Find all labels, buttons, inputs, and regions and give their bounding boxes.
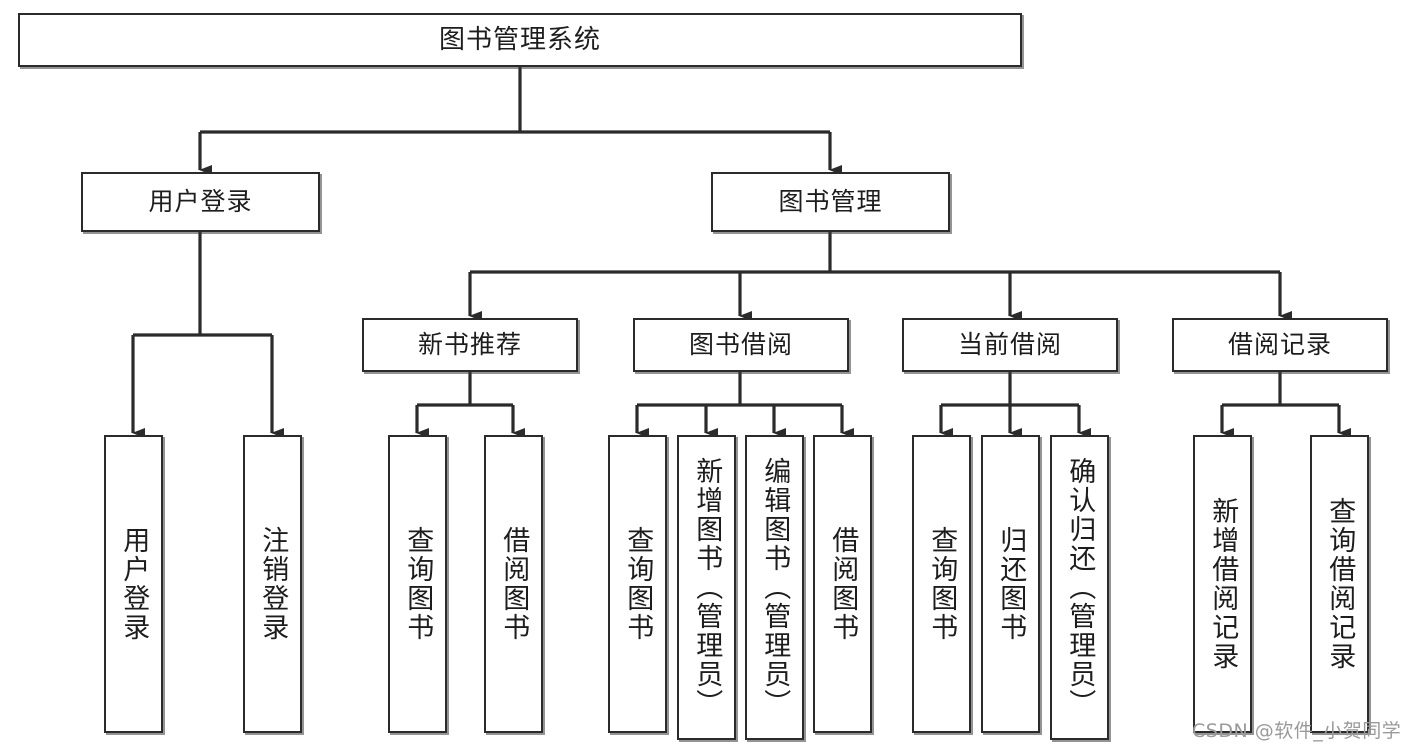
- node-label: 借阅图书: [498, 526, 530, 642]
- node-leaf-user-login[interactable]: 用户登录: [104, 435, 163, 733]
- node-label: 确认归还（管理员）: [1064, 457, 1096, 718]
- node-root-book-management-system[interactable]: 图书管理系统: [18, 13, 1022, 67]
- node-book-borrow[interactable]: 图书借阅: [633, 318, 849, 372]
- node-label: 新增图书（管理员）: [691, 457, 723, 718]
- node-leaf-query-book-3[interactable]: 查询图书: [912, 435, 971, 733]
- node-label: 图书管理系统: [438, 24, 601, 55]
- node-label: 借阅记录: [1227, 330, 1332, 360]
- node-label: 借阅图书: [827, 526, 859, 642]
- node-leaf-edit-book[interactable]: 编辑图书（管理员）: [745, 435, 804, 740]
- node-leaf-query-book-1[interactable]: 查询图书: [388, 435, 447, 733]
- node-label: 用户登录: [118, 526, 150, 642]
- node-label: 归还图书: [995, 526, 1027, 642]
- node-leaf-user-logout[interactable]: 注销登录: [243, 435, 302, 733]
- node-leaf-return-book[interactable]: 归还图书: [981, 435, 1040, 733]
- watermark-text: CSDN @软件_小贺同学: [1192, 720, 1402, 742]
- node-label: 查询图书: [926, 526, 958, 642]
- node-leaf-confirm-return[interactable]: 确认归还（管理员）: [1050, 435, 1109, 740]
- node-leaf-borrow-book-2[interactable]: 借阅图书: [813, 435, 872, 733]
- node-leaf-query-record[interactable]: 查询借阅记录: [1310, 435, 1369, 733]
- node-label: 查询图书: [402, 526, 434, 642]
- node-current-borrow[interactable]: 当前借阅: [902, 318, 1118, 372]
- node-label: 用户登录: [148, 187, 253, 217]
- node-user-login[interactable]: 用户登录: [81, 172, 320, 232]
- node-book-manage[interactable]: 图书管理: [711, 172, 950, 232]
- node-new-book-recommend[interactable]: 新书推荐: [362, 318, 578, 372]
- node-label: 查询图书: [622, 526, 654, 642]
- node-label: 新书推荐: [417, 330, 522, 360]
- node-leaf-borrow-book-1[interactable]: 借阅图书: [484, 435, 543, 733]
- node-label: 图书借阅: [688, 330, 793, 360]
- node-leaf-add-record[interactable]: 新增借阅记录: [1193, 435, 1252, 733]
- node-label: 编辑图书（管理员）: [759, 457, 791, 718]
- node-label: 图书管理: [778, 187, 883, 217]
- node-label: 当前借阅: [957, 330, 1062, 360]
- node-label: 新增借阅记录: [1207, 497, 1239, 671]
- node-borrow-record[interactable]: 借阅记录: [1172, 318, 1388, 372]
- node-label: 注销登录: [257, 526, 289, 642]
- node-leaf-add-book[interactable]: 新增图书（管理员）: [677, 435, 736, 740]
- node-leaf-query-book-2[interactable]: 查询图书: [608, 435, 667, 733]
- node-label: 查询借阅记录: [1324, 497, 1356, 671]
